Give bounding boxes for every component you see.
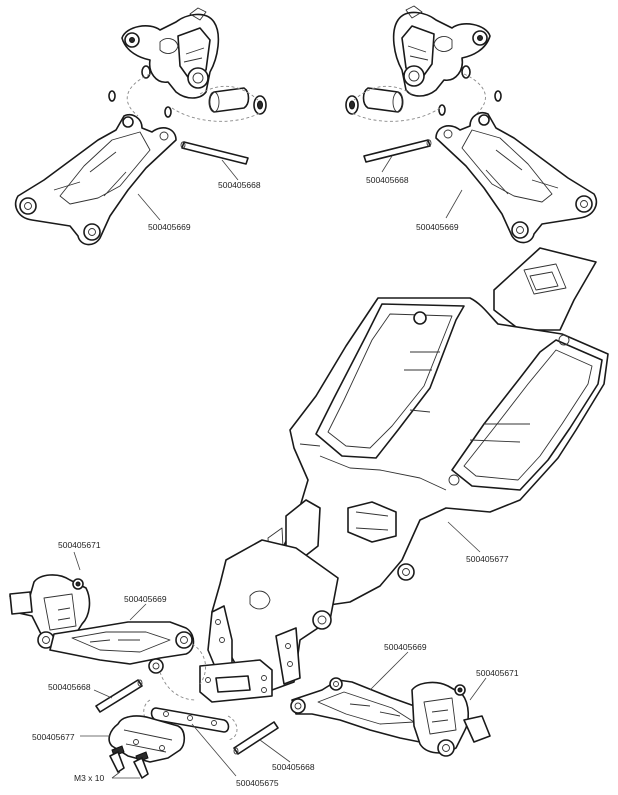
front-right-assembly: 500405668 500405669 <box>345 5 598 244</box>
chassis-tub <box>267 247 609 607</box>
m3x10-screws <box>109 745 149 779</box>
rear-left-hinge-pin <box>95 679 143 713</box>
label-hub-rear-right: 500405671 <box>476 668 519 678</box>
rear-mount-block <box>199 659 273 703</box>
label-arm-front-left: 500405669 <box>148 222 191 232</box>
front-right-bushing <box>345 87 404 115</box>
label-pin-front-left: 500405668 <box>218 180 261 190</box>
rear-bulkhead <box>207 539 339 691</box>
front-right-suspension-arm <box>435 111 598 244</box>
rear-left-assembly: 500405671 500405669 500405668 <box>9 540 207 713</box>
front-left-suspension-arm <box>14 113 177 246</box>
label-chassis: 500405677 <box>466 554 509 564</box>
rear-left-alignment-line <box>159 643 207 701</box>
label-pin-rear-right: 500405668 <box>272 762 315 772</box>
front-left-hinge-pin <box>180 141 249 165</box>
front-right-clips <box>438 65 502 116</box>
label-pin-rear-left: 500405668 <box>48 682 91 692</box>
rear-bumper <box>108 715 186 763</box>
front-left-bushing <box>208 87 267 115</box>
label-bumper: 500405677 <box>32 732 75 742</box>
front-left-alignment-line <box>126 73 263 122</box>
rear-right-hinge-pin <box>233 721 279 755</box>
rear-right-hub <box>411 681 491 757</box>
rear-right-suspension-arm <box>290 677 444 745</box>
bumper-plate <box>143 699 238 741</box>
front-right-hub <box>392 5 491 97</box>
front-left-clips <box>108 65 172 118</box>
label-pin-front-right: 500405668 <box>366 175 409 185</box>
label-arm-rear-right: 500405669 <box>384 642 427 652</box>
rear-left-hub <box>9 574 91 649</box>
front-left-hub <box>121 7 220 99</box>
label-hub-rear-left: 500405671 <box>58 540 101 550</box>
rear-left-suspension-arm <box>49 621 195 674</box>
rear-right-assembly: 500405669 500405671 500405668 <box>233 642 519 772</box>
label-arm-rear-left: 500405669 <box>124 594 167 604</box>
label-bumper-plate: 500405675 <box>236 778 279 788</box>
front-left-assembly: 500405668 500405669 <box>14 7 267 246</box>
label-screws: M3 x 10 <box>74 773 105 783</box>
front-right-hinge-pin <box>363 139 432 163</box>
front-right-alignment-line <box>349 73 486 122</box>
label-arm-front-right: 500405669 <box>416 222 459 232</box>
